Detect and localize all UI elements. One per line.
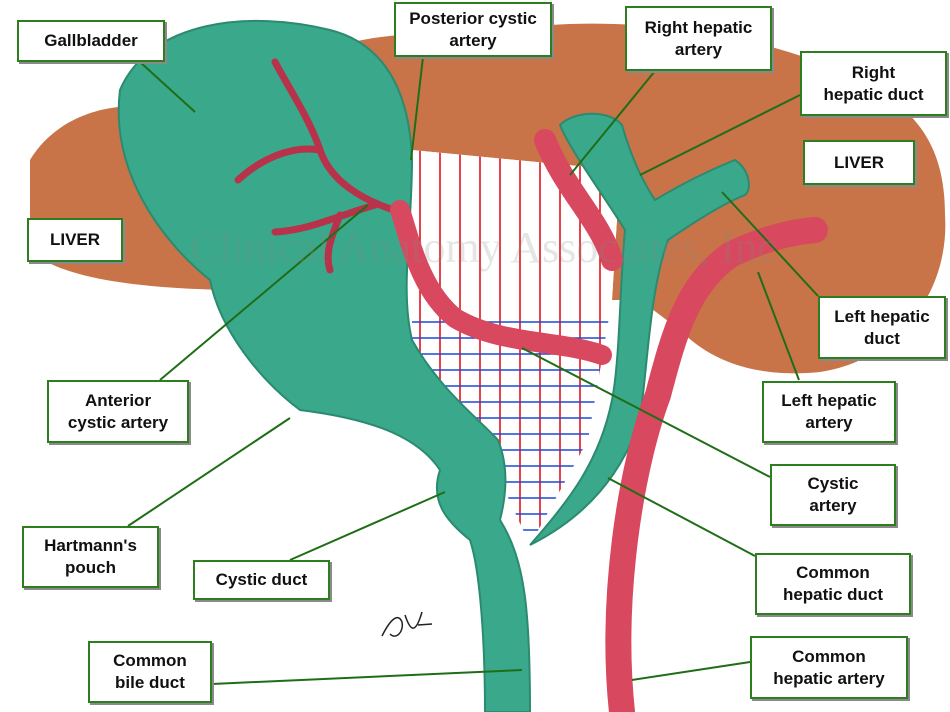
watermark-text: Clinical Anatomy Associates, Inc [190,223,777,272]
label-common-hepatic-artery: Common hepatic artery [750,636,908,699]
leader-cystic-artery [521,347,771,478]
label-cystic-duct: Cystic duct [193,560,330,600]
leader-gallbladder [139,61,196,113]
label-left-hepatic-artery: Left hepatic artery [762,381,896,443]
label-common-bile-duct: Common bile duct [88,641,212,703]
label-hartmanns-pouch: Hartmann's pouch [22,526,159,588]
leader-anterior-cystic-artery [159,204,369,381]
right-hepatic-artery-shape [534,129,623,271]
leader-left-hepatic-duct [721,191,819,297]
label-right-hepatic-artery: Right hepatic artery [625,6,772,71]
leader-common-hepatic-duct [607,477,756,557]
label-anterior-cystic-artery: Anterior cystic artery [47,380,189,443]
artist-signature [381,611,433,637]
leader-lines [127,56,819,685]
label-cystic-artery: Cystic artery [770,464,896,526]
leader-right-hepatic-duct [639,94,801,176]
leader-right-hepatic-artery [569,70,656,176]
label-liver-right: LIVER [803,140,915,185]
label-gallbladder: Gallbladder [17,20,165,62]
common-hepatic-artery-shape [605,217,828,712]
label-liver-left: LIVER [27,218,123,262]
leader-hartmanns-pouch [127,417,291,527]
leader-common-bile-duct [211,669,523,685]
hepatic-duct-shape [529,112,750,546]
cystic-artery-shape [390,200,612,365]
leader-left-hepatic-artery [757,271,800,381]
label-right-hepatic-duct: Right hepatic duct [800,51,947,116]
leader-common-hepatic-artery [631,661,751,681]
gallbladder-shape [117,19,532,712]
label-left-hepatic-duct: Left hepatic duct [818,296,946,359]
leader-cystic-duct [289,491,446,561]
label-common-hepatic-duct: Common hepatic duct [755,553,911,615]
label-posterior-cystic-artery: Posterior cystic artery [394,2,552,57]
leader-posterior-cystic-artery [410,56,424,161]
